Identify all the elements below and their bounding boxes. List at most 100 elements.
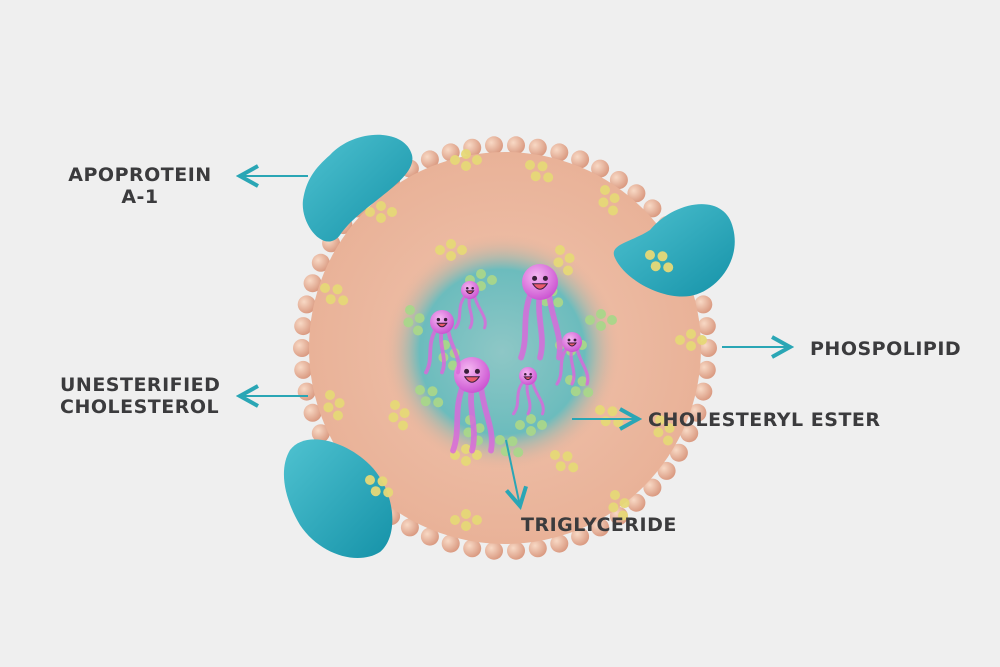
cholesterol-dot bbox=[377, 476, 388, 487]
label-arrows bbox=[240, 176, 790, 506]
cholesterol-dot bbox=[461, 456, 471, 466]
ester-dot bbox=[495, 435, 505, 445]
triglyceride-eye bbox=[436, 317, 441, 322]
cholesterol-dot bbox=[609, 193, 620, 204]
triglyceride-eye bbox=[443, 317, 448, 322]
ester-dot bbox=[583, 387, 594, 398]
cholesterol-dot bbox=[472, 515, 482, 525]
phospholipid-head bbox=[420, 150, 439, 169]
phospholipid-head bbox=[571, 150, 590, 169]
triglyceride-tail bbox=[473, 293, 487, 330]
cholesterol-dot bbox=[655, 415, 665, 425]
triglyceride-molecule bbox=[424, 310, 461, 375]
phospholipid-head bbox=[485, 136, 503, 155]
phospholipid-head bbox=[697, 360, 716, 379]
triglyceride-eye bbox=[524, 372, 527, 376]
cholesterol-dot bbox=[697, 335, 707, 345]
cholesterol-dot bbox=[608, 502, 619, 513]
ester-dot bbox=[415, 385, 425, 395]
triglyceride-tail bbox=[536, 289, 545, 361]
triglyceride-mouth bbox=[463, 376, 481, 383]
cholesterol-dot bbox=[457, 245, 467, 255]
label-unesterified-cholesterol: UNESTERIFIED CHOLESTEROL bbox=[60, 374, 220, 418]
cholesterol-dot bbox=[446, 251, 456, 261]
phospholipid-head bbox=[550, 143, 569, 162]
cholesterol-dot bbox=[608, 205, 618, 216]
cholesterol-dot bbox=[610, 490, 620, 500]
ester-dot bbox=[526, 426, 536, 436]
cholesterol-dot bbox=[664, 423, 675, 434]
phospholipid-head bbox=[507, 541, 525, 560]
cholesterol-dot bbox=[555, 245, 565, 255]
cholesterol-dot bbox=[325, 294, 336, 305]
triglyceride-tail bbox=[546, 289, 563, 361]
triglyceride-eye bbox=[464, 368, 470, 374]
phospholipid-head bbox=[550, 534, 569, 553]
cholesterol-dot bbox=[607, 406, 618, 417]
cholesterol-dot bbox=[450, 155, 460, 165]
triglyceride-mouth bbox=[436, 322, 448, 328]
phospholipid-head bbox=[303, 274, 322, 293]
cholesterol-dot bbox=[398, 420, 408, 431]
phospholipid-head bbox=[697, 317, 716, 336]
cholesterol-dot bbox=[618, 510, 628, 521]
ester-dot bbox=[596, 309, 606, 319]
cholesterol-dot bbox=[370, 486, 381, 497]
triglyceride-head bbox=[519, 367, 537, 385]
triglyceride-molecule bbox=[518, 264, 563, 361]
cholesterol-dot bbox=[600, 185, 610, 195]
cholesterol-dot bbox=[600, 416, 611, 427]
triglyceride-tail bbox=[518, 289, 534, 361]
triglyceride-tail bbox=[478, 382, 495, 454]
phospholipid-head bbox=[528, 539, 547, 558]
cholesterol-dot bbox=[619, 498, 630, 509]
triglyceride-molecules bbox=[424, 264, 590, 454]
phospholipid-head bbox=[591, 159, 610, 178]
cholesterol-dot bbox=[320, 283, 330, 293]
cholesterol-dot bbox=[399, 408, 410, 419]
apoprotein-top-left bbox=[302, 134, 413, 242]
cholesterol-dot bbox=[564, 253, 575, 264]
cholesterol-dot bbox=[550, 450, 560, 460]
phospholipid-head bbox=[528, 138, 547, 157]
label-apoprotein-line2: A-1 bbox=[121, 186, 159, 208]
triglyceride-mouth bbox=[465, 290, 475, 295]
phospholipid-head bbox=[293, 339, 311, 357]
label-apoprotein-a1: APOPROTEIN A-1 bbox=[60, 164, 220, 208]
cholesterol-dot bbox=[376, 213, 386, 223]
triglyceride-tail bbox=[424, 327, 438, 375]
cholesterol-dot bbox=[323, 402, 334, 413]
cholesterol-dot bbox=[450, 515, 460, 525]
cholesterol-dot bbox=[461, 149, 471, 159]
triglyceride-molecule bbox=[450, 357, 495, 454]
cholesterol-dot bbox=[365, 475, 375, 485]
ester-dot bbox=[585, 315, 595, 325]
phospholipid-head bbox=[694, 295, 713, 314]
ester-dot bbox=[420, 396, 431, 407]
phospholipid-head bbox=[643, 478, 662, 497]
ester-dot bbox=[607, 315, 617, 325]
triglyceride-tail bbox=[454, 293, 467, 330]
ester-dot bbox=[570, 386, 581, 397]
cholesterol-dot bbox=[472, 155, 482, 165]
cholesterol-dot bbox=[333, 410, 343, 421]
particle-core bbox=[384, 234, 620, 470]
triglyceride-eye bbox=[532, 275, 538, 281]
triglyceride-tail bbox=[450, 382, 466, 454]
ester-dot bbox=[413, 325, 423, 336]
apoprotein-bottom-left bbox=[283, 439, 393, 559]
cholesterol-dot bbox=[461, 161, 471, 171]
phospholipid-head bbox=[657, 461, 676, 480]
ester-dot bbox=[515, 420, 525, 430]
cholesterol-dot bbox=[525, 160, 535, 170]
cholesterol-dot bbox=[376, 201, 386, 211]
cholesterol-dot bbox=[332, 284, 343, 295]
label-unesterified-line1: UNESTERIFIED bbox=[60, 374, 221, 396]
ester-dot bbox=[403, 317, 414, 328]
phospholipid-head bbox=[591, 518, 610, 537]
ester-dot bbox=[553, 297, 564, 308]
triglyceride-eye bbox=[529, 372, 532, 376]
triglyceride-molecule bbox=[454, 281, 487, 330]
cholesterol-dot bbox=[562, 451, 573, 462]
cholesterol-dot bbox=[555, 461, 566, 472]
